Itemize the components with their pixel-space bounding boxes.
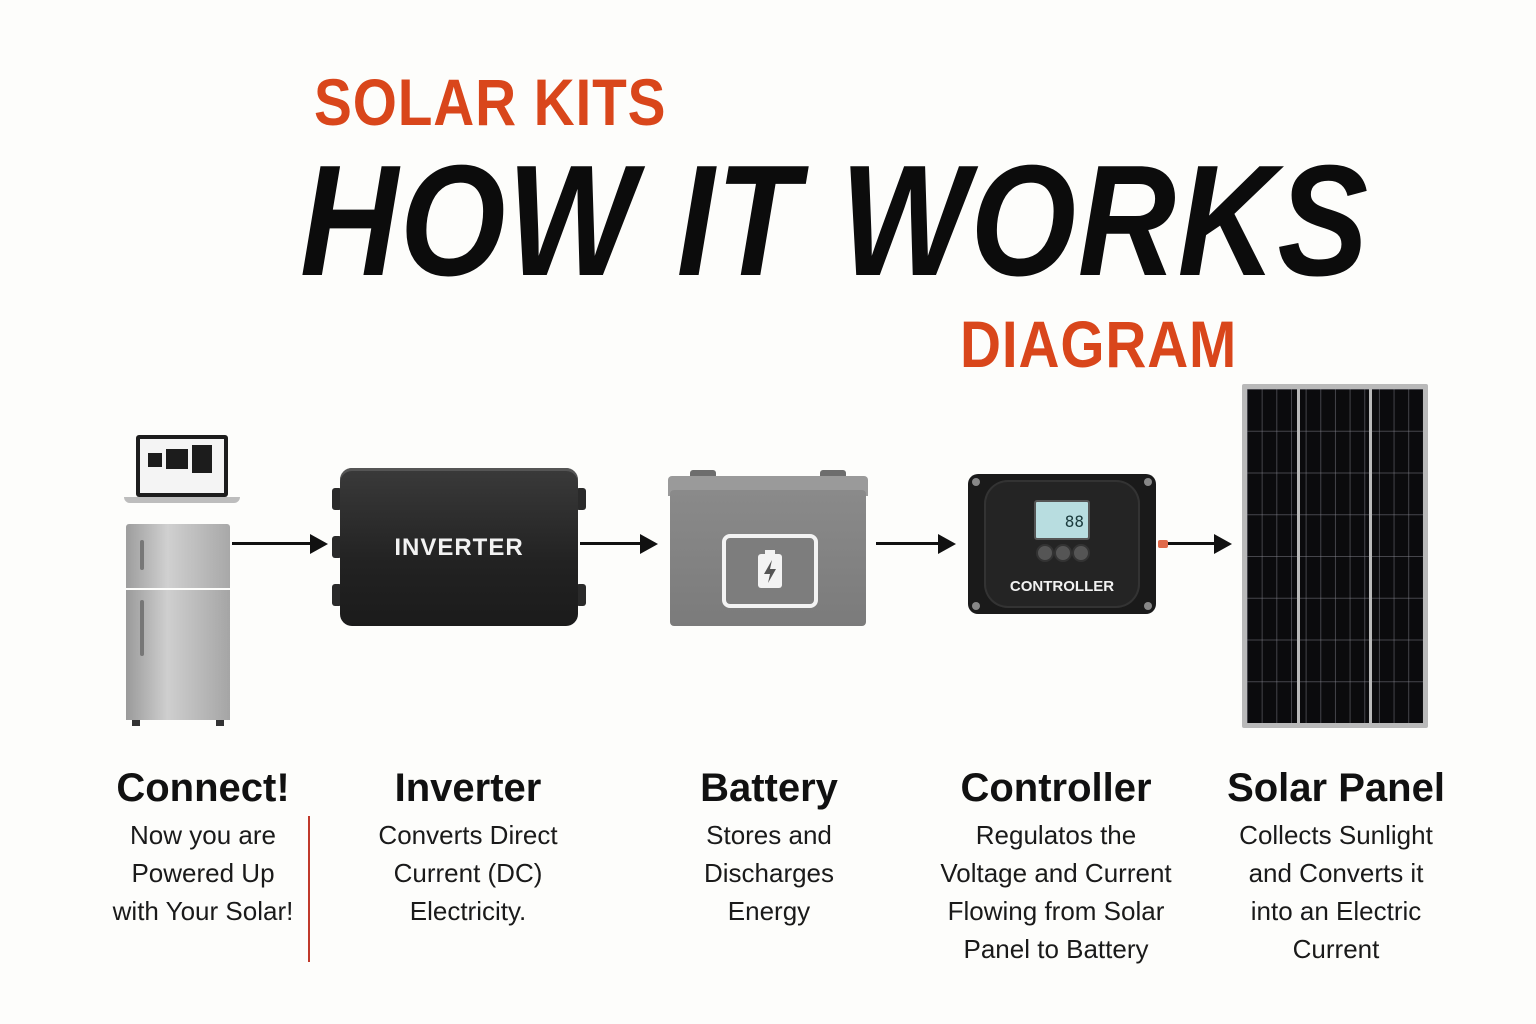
title-how-it-works: HOW IT WORKS bbox=[300, 133, 1370, 309]
step-battery: Battery Stores and Discharges Energy bbox=[664, 766, 874, 930]
step-title: Inverter bbox=[394, 766, 542, 810]
step-connect: Connect! Now you are Powered Up with You… bbox=[98, 766, 308, 930]
step-description: Regulatos the Voltage and Current Flowin… bbox=[940, 820, 1172, 964]
step-controller: Controller Regulatos the Voltage and Cur… bbox=[936, 766, 1176, 968]
inverter-label: INVERTER bbox=[394, 534, 524, 561]
step-solar-panel: Solar Panel Collects Sunlight and Conver… bbox=[1216, 766, 1456, 968]
step-description: Stores and Discharges Energy bbox=[703, 820, 835, 926]
divider bbox=[308, 816, 310, 962]
title-solar-kits: SOLAR KITS bbox=[314, 65, 667, 139]
step-title: Connect! bbox=[116, 766, 290, 810]
title-diagram: DIAGRAM bbox=[960, 307, 1238, 381]
step-inverter: Inverter Converts Direct Current (DC) El… bbox=[358, 766, 578, 930]
controller-screen: 88 bbox=[1034, 500, 1090, 540]
step-description: Converts Direct Current (DC) Electricity… bbox=[378, 820, 558, 926]
controller-label: CONTROLLER bbox=[1009, 578, 1115, 595]
step-description: Collects Sunlight and Converts it into a… bbox=[1239, 820, 1433, 964]
step-title: Battery bbox=[700, 766, 838, 810]
step-title: Solar Panel bbox=[1227, 766, 1445, 810]
step-title: Controller bbox=[960, 766, 1152, 810]
step-description: Now you are Powered Up with Your Solar! bbox=[112, 820, 294, 926]
